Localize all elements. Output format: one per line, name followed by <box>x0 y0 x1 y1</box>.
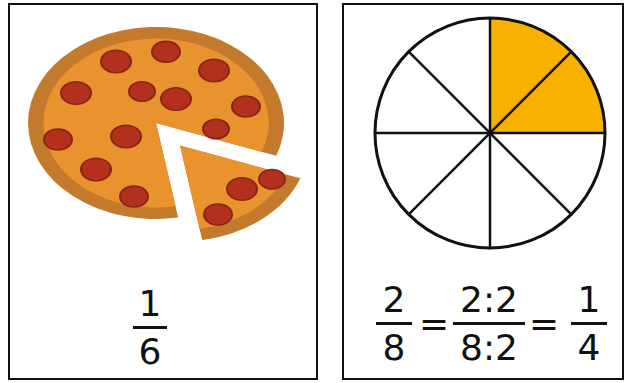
picture-panel: 16 <box>8 3 318 380</box>
fraction-text: 4 <box>578 330 601 366</box>
fraction-bar <box>453 322 525 325</box>
fraction-text: 1 <box>139 286 162 322</box>
fraction-text: 2:2 <box>460 282 518 318</box>
fraction-bar <box>133 326 167 329</box>
fraction-text: = <box>419 306 449 342</box>
fraction-bar <box>376 322 412 325</box>
fraction-text: = <box>529 306 559 342</box>
pizza-illustration <box>10 5 316 378</box>
fraction-text: 8 <box>383 330 406 366</box>
fraction-text: 2 <box>383 282 406 318</box>
fraction-text: 6 <box>139 334 162 370</box>
fraction-bar <box>571 322 607 325</box>
picture-panel: 2 8 = 2:2 8:2 = 1 4 <box>342 3 624 380</box>
fraction-text: 1 <box>578 282 601 318</box>
fraction-text: 8:2 <box>460 330 518 366</box>
